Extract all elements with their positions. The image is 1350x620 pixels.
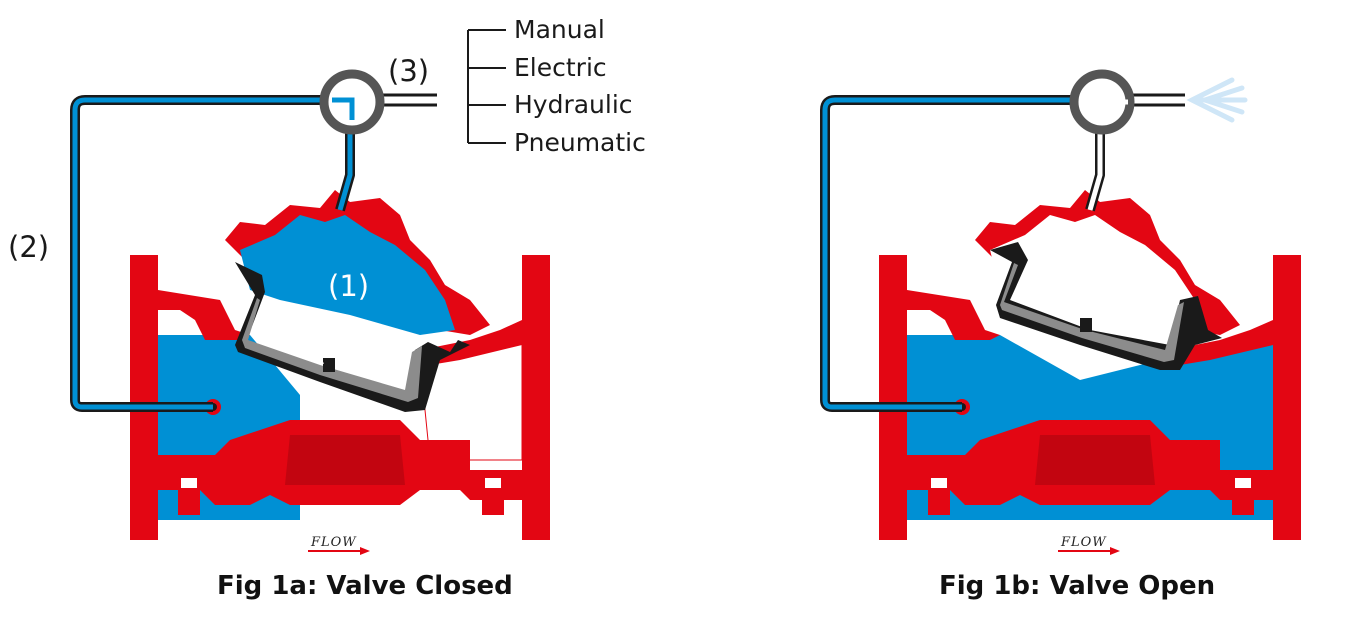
exhaust-arrow-icon bbox=[1186, 77, 1248, 123]
option-hydraulic: Hydraulic bbox=[514, 90, 633, 119]
option-manual: Manual bbox=[514, 15, 605, 44]
pilot-tube-open bbox=[820, 93, 1185, 412]
option-electric: Electric bbox=[514, 53, 607, 82]
valve-body-closed bbox=[130, 255, 550, 540]
caption-valve-closed: Fig 1a: Valve Closed bbox=[217, 571, 513, 601]
callout-pilot-valve: (3) bbox=[388, 54, 429, 88]
valve-body-open bbox=[879, 255, 1301, 540]
flow-label-closed: FLOW bbox=[310, 535, 357, 550]
flow-label-open: FLOW bbox=[1060, 535, 1107, 550]
option-pneumatic: Pneumatic bbox=[514, 128, 646, 157]
actuation-bracket bbox=[467, 29, 506, 144]
pilot-valve-closed bbox=[319, 69, 385, 135]
figure-valve-closed: Manual Electric Hydraulic Pneumatic (2) … bbox=[8, 15, 646, 601]
callout-control-chamber: (1) bbox=[328, 269, 369, 303]
figure-valve-open: FLOW Fig 1b: Valve Open bbox=[820, 69, 1301, 601]
bonnet-closed bbox=[225, 190, 490, 412]
bonnet-open bbox=[975, 190, 1240, 370]
callout-diaphragm: (4) bbox=[315, 333, 356, 367]
pilot-valve-open bbox=[1069, 69, 1135, 135]
callout-pilot-tube: (2) bbox=[8, 230, 49, 264]
caption-valve-open: Fig 1b: Valve Open bbox=[939, 571, 1215, 601]
